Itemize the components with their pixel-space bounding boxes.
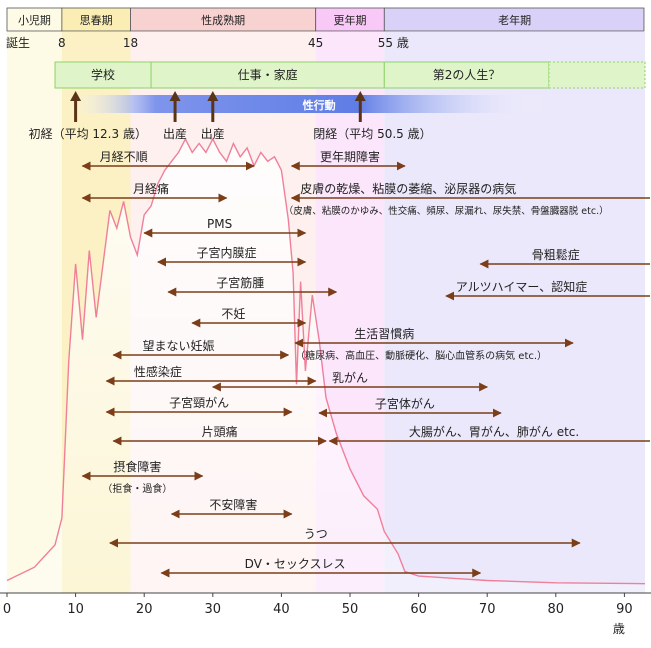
condition-label: 子宮頸がん	[169, 395, 229, 410]
life-phase-cell	[54, 61, 152, 89]
event-arrow-head	[169, 91, 181, 101]
condition-label: 月経痛	[133, 181, 169, 196]
condition-label: 子宮筋腫	[216, 275, 264, 290]
axis-tick-label: 90	[616, 602, 633, 617]
stage-band	[7, 32, 62, 593]
milestone-label: 45	[308, 36, 323, 50]
axis-tick-label: 40	[273, 602, 290, 617]
axis-tick-label: 70	[479, 602, 496, 617]
life-phase-label: 第2の人生？	[433, 68, 501, 82]
stage-header-cell	[383, 7, 645, 32]
milestone-ages: 誕生 8 18 45 55 歳	[6, 36, 409, 50]
milestone-label: 誕生	[6, 36, 30, 50]
condition-note: （糖尿病、高血圧、動脈硬化、脳心血管系の病気 etc.）	[295, 349, 547, 362]
condition-label: 皮膚の乾燥、粘膜の萎縮、泌尿器の病気	[300, 181, 516, 196]
condition-label: 骨粗鬆症	[532, 247, 580, 262]
life-phase-bar: 学校 仕事・家庭 第2の人生？	[54, 61, 646, 89]
life-phase-label: 仕事・家庭	[238, 67, 298, 82]
condition-note: （拒食・過食）	[102, 482, 172, 495]
axis-tick-label: 50	[342, 602, 359, 617]
condition-label: 乳がん	[332, 370, 368, 385]
stage-header-label: 性成熟期	[201, 13, 245, 27]
life-events: 初経（平均 12.3 歳） 出産出産 閉経（平均 50.5 歳）	[29, 91, 432, 141]
condition-label: 大腸がん、胃がん、肺がん etc.	[409, 424, 579, 439]
condition-label: うつ	[304, 527, 328, 541]
milestone-label: 8	[58, 36, 66, 50]
condition-label: 不妊	[221, 307, 245, 321]
milestone-label: 55 歳	[378, 36, 409, 50]
stage-header-label: 老年期	[498, 13, 531, 27]
life-stage-bands	[7, 32, 645, 593]
event-label: 初経（平均 12.3 歳）	[29, 127, 147, 141]
event-label: 出産	[201, 126, 225, 141]
age-axis: 0 10 20 30 40 50 60 70 80 90 歳	[0, 592, 651, 636]
stage-band	[384, 32, 645, 593]
axis-tick-label: 60	[410, 602, 427, 617]
event-arrow-head	[207, 91, 219, 101]
condition-label: 摂食障害	[113, 459, 161, 474]
axis-unit-label: 歳	[613, 622, 625, 636]
axis-tick-label: 0	[3, 602, 11, 617]
life-phase-cell	[383, 61, 550, 89]
stage-header-label: 思春期	[80, 14, 113, 27]
axis-tick-label: 20	[136, 602, 153, 617]
condition-note: （皮膚、粘膜のかゆみ、性交痛、頻尿、尿漏れ、尿失禁、骨盤臓器脱 etc.）	[284, 205, 609, 217]
condition-label: PMS	[207, 217, 232, 231]
condition-label: 望まない妊娠	[142, 339, 214, 353]
hormone-line	[6, 137, 646, 585]
event-arrow-head	[354, 91, 366, 101]
condition-label: 更年期障害	[320, 149, 380, 164]
sexual-activity-band: 性行動	[68, 95, 549, 113]
condition-label: 月経不順	[100, 150, 148, 164]
axis-tick-label: 30	[205, 602, 222, 617]
condition-label: 片頭痛	[202, 424, 238, 439]
condition-label: 性感染症	[134, 364, 182, 379]
condition-label: 生活習慣病	[354, 326, 414, 341]
sexual-activity-bar	[68, 95, 549, 113]
milestone-label: 18	[123, 36, 138, 50]
condition-label: アルツハイマー、認知症	[456, 279, 588, 294]
event-label: 閉経（平均 50.5 歳）	[313, 127, 431, 141]
event-arrow-head	[70, 91, 82, 101]
condition-label: DV・セックスレス	[245, 557, 346, 571]
life-phase-cell	[548, 61, 646, 89]
life-phase-label: 学校	[91, 67, 115, 82]
event-label: 出産	[163, 126, 187, 141]
stage-header-label: 更年期	[334, 13, 367, 27]
stage-header-label: 小児期	[18, 14, 51, 27]
sexual-activity-label: 性行動	[303, 98, 336, 112]
life-phase-cell	[150, 61, 385, 89]
condition-label: 子宮体がん	[375, 396, 435, 411]
life-stage-header: 小児期 思春期 性成熟期 更年期 老年期	[6, 7, 645, 32]
condition-label: 不安障害	[209, 497, 257, 512]
axis-tick-label: 80	[548, 602, 565, 617]
condition-label: 子宮内膜症	[197, 245, 257, 260]
axis-tick-label: 10	[67, 602, 84, 617]
